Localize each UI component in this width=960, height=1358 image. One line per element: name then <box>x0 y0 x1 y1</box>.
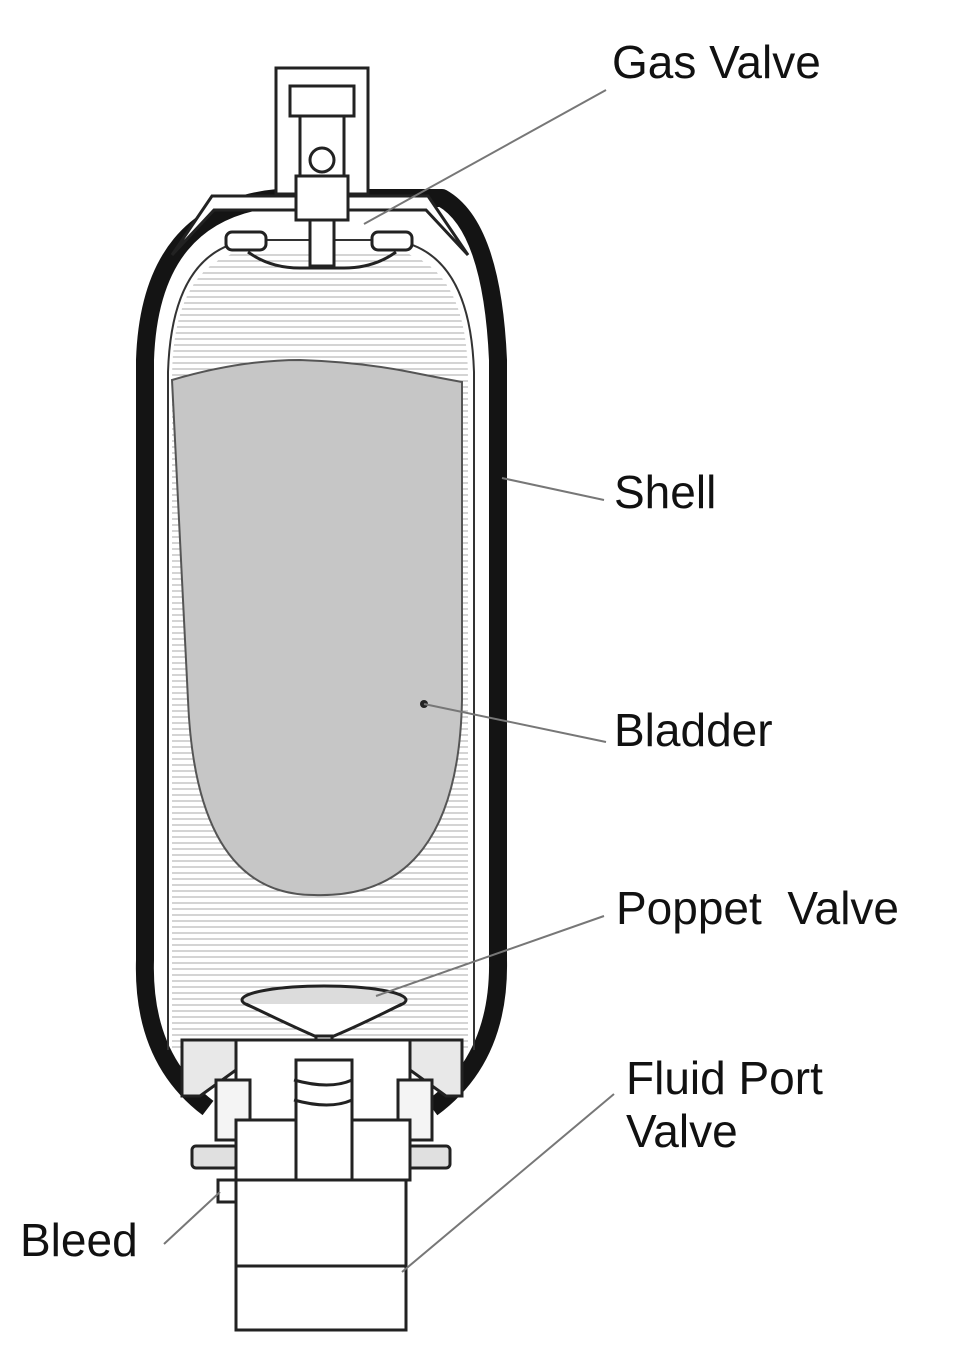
leader-bladder <box>423 703 607 743</box>
leader-fluid-port <box>401 1093 615 1273</box>
leader-shell <box>501 477 605 501</box>
label-bleed: Bleed <box>20 1214 138 1266</box>
label-fluid-port-valve: Fluid Port Valve <box>626 1052 823 1158</box>
leader-lines <box>163 89 615 1273</box>
label-poppet-valve: Poppet Valve <box>616 882 900 934</box>
fluid-port-body <box>180 1038 464 1332</box>
leader-poppet-valve <box>375 915 605 997</box>
leader-gas-valve <box>363 89 607 225</box>
label-fluid-port-line1: Fluid Port <box>626 1052 823 1104</box>
label-bladder: Bladder <box>614 704 773 756</box>
label-gas-valve: Gas Valve <box>612 36 821 88</box>
gas-valve <box>247 66 397 270</box>
label-fluid-port-line2: Valve <box>626 1104 738 1157</box>
label-shell: Shell <box>614 466 717 518</box>
bladder <box>170 358 463 897</box>
leader-bleed <box>163 1191 221 1245</box>
top-collar <box>170 194 470 257</box>
